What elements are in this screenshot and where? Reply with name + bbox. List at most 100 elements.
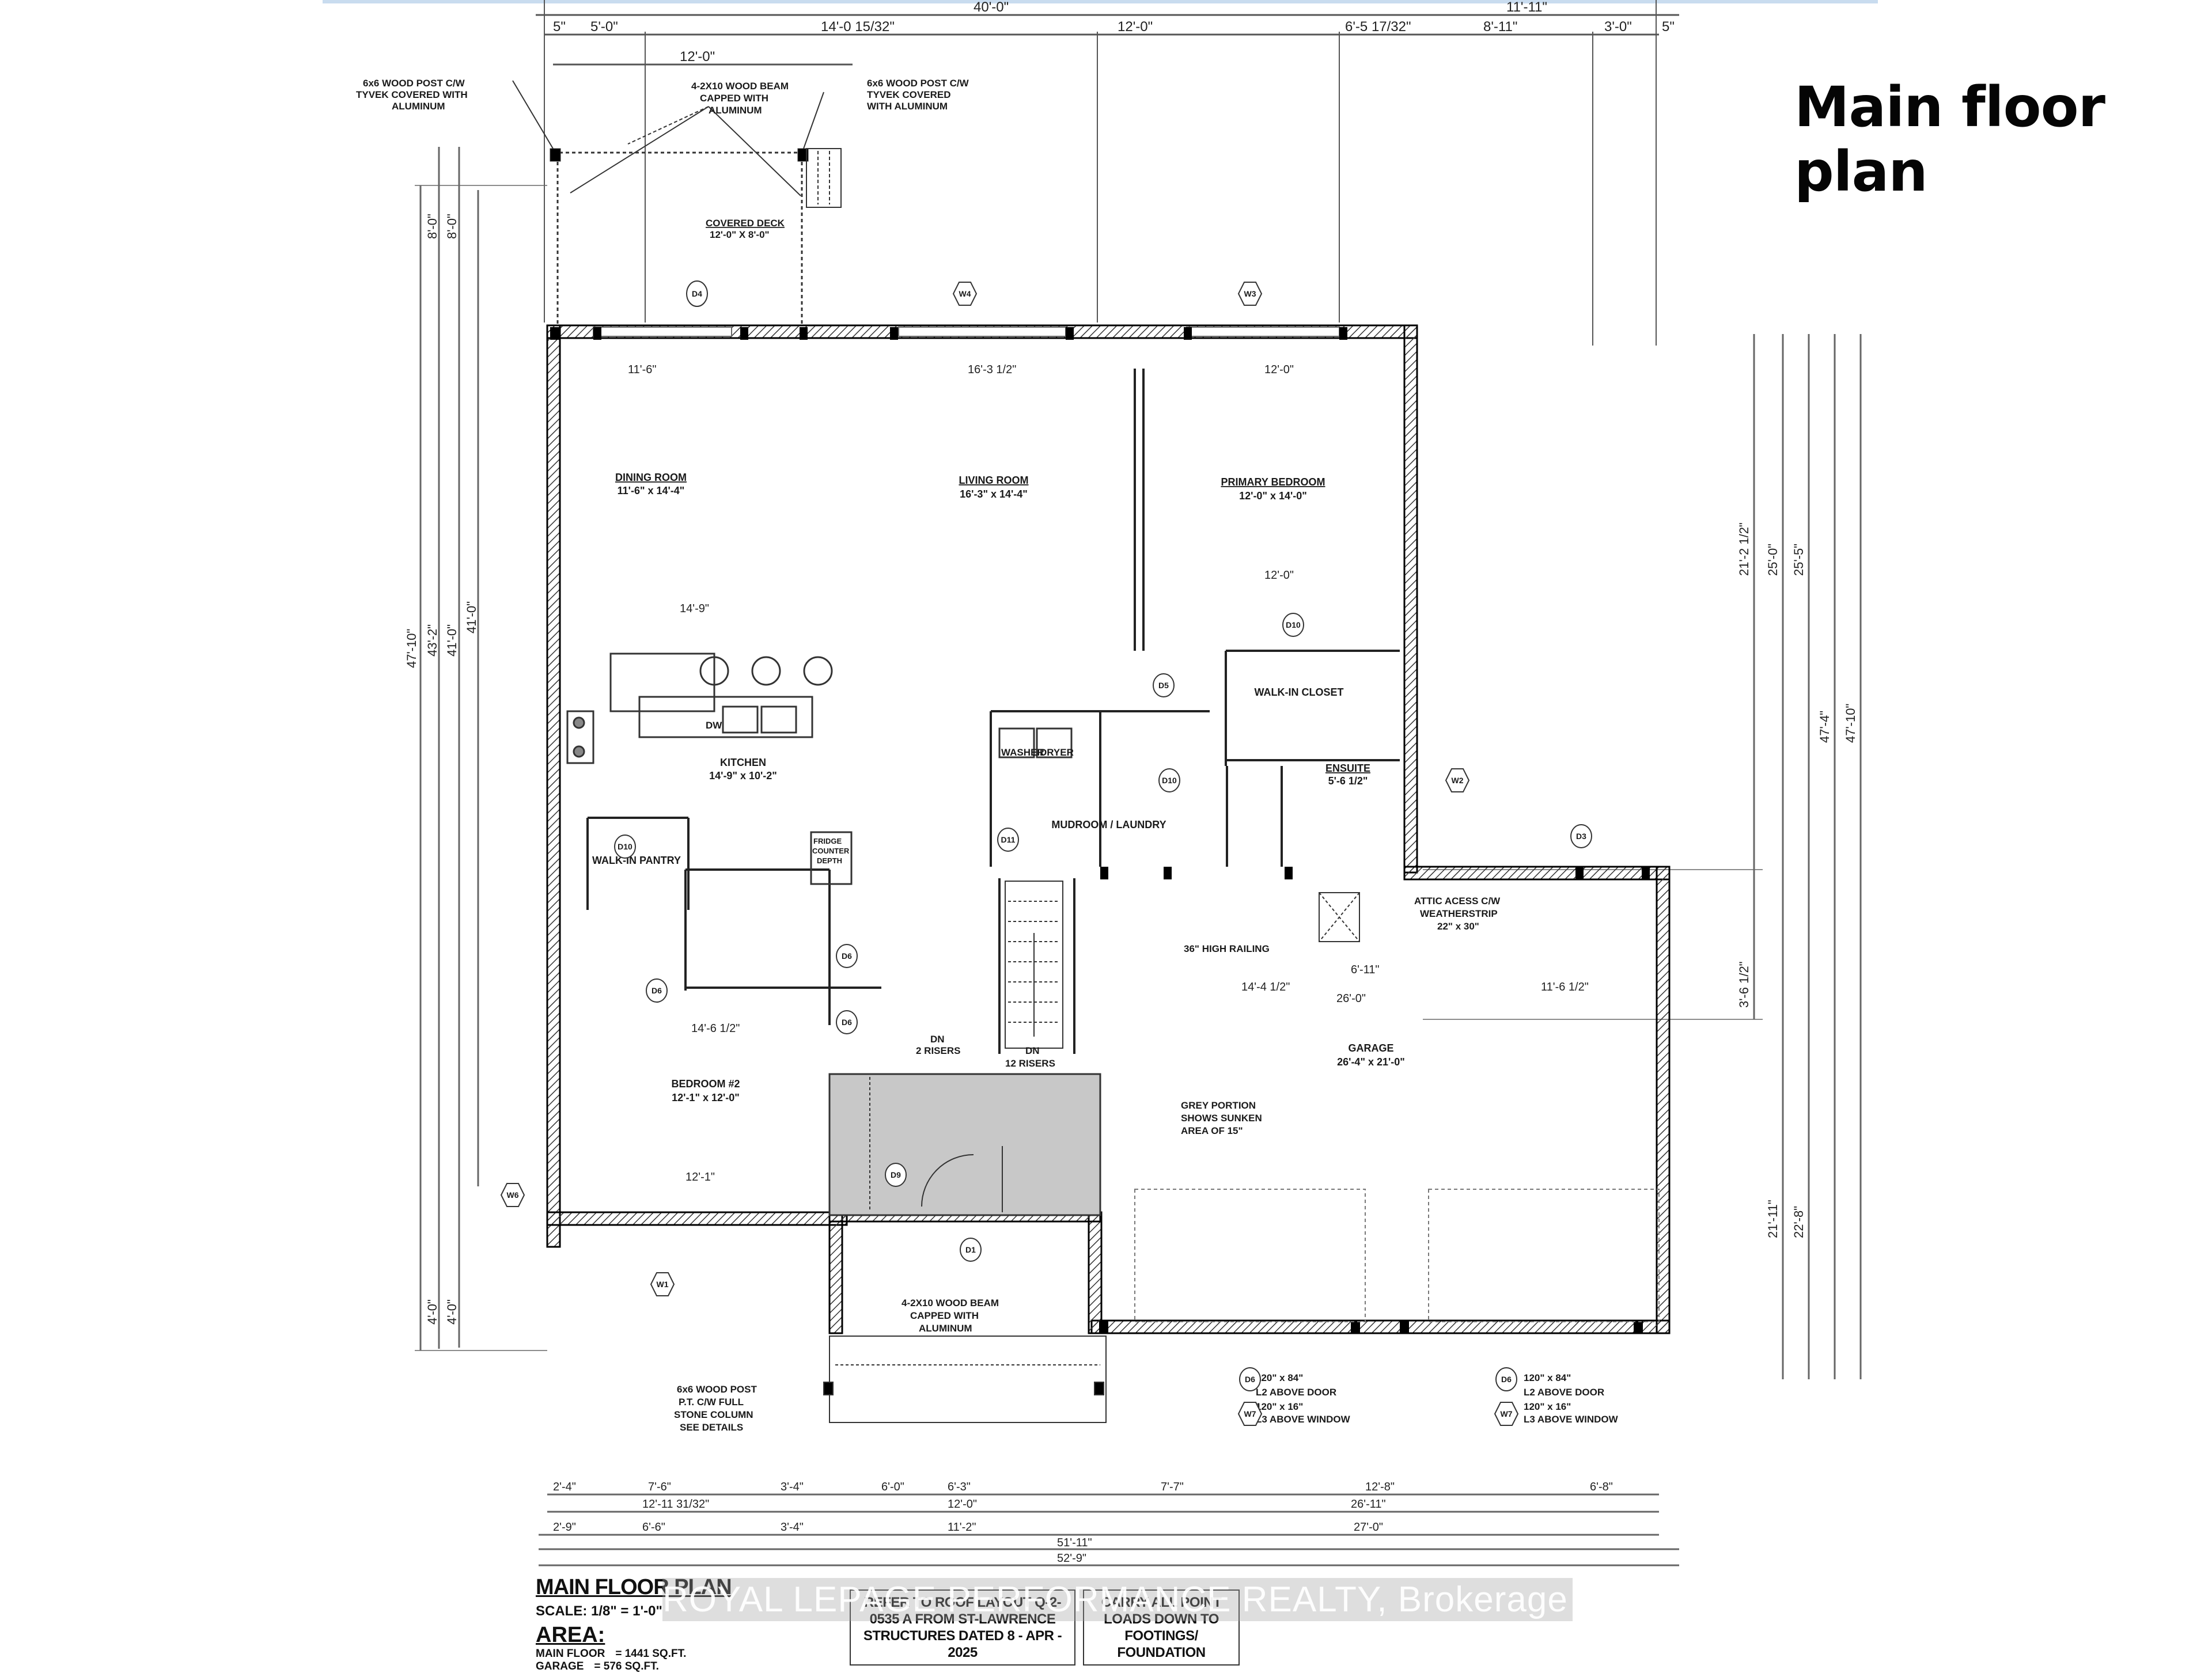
svg-text:W7: W7 — [1501, 1409, 1513, 1418]
svg-text:WEATHERSTRIP: WEATHERSTRIP — [1420, 908, 1498, 919]
svg-text:36" HIGH RAILING: 36" HIGH RAILING — [1184, 943, 1270, 954]
svg-text:7'-7": 7'-7" — [1161, 1481, 1184, 1493]
svg-text:26'-0": 26'-0" — [1336, 992, 1366, 1005]
svg-text:W4: W4 — [959, 289, 971, 298]
svg-text:27'-0": 27'-0" — [1354, 1521, 1383, 1534]
svg-text:COVERED DECK: COVERED DECK — [706, 218, 785, 229]
svg-text:6'-5 17/32": 6'-5 17/32" — [1345, 19, 1411, 35]
svg-text:14'-6 1/2": 14'-6 1/2" — [691, 1022, 740, 1035]
right-dimension-lines — [1423, 334, 1862, 1379]
front-porch — [823, 1336, 1107, 1423]
svg-text:11'-6": 11'-6" — [628, 363, 656, 376]
svg-text:ATTIC ACESS C/W: ATTIC ACESS C/W — [1414, 896, 1501, 906]
svg-text:3'-6 1/2": 3'-6 1/2" — [1737, 961, 1751, 1008]
attic-hatch — [1319, 892, 1360, 942]
svg-text:12'-0": 12'-0" — [1264, 569, 1294, 582]
svg-text:120" x 84": 120" x 84" — [1256, 1372, 1303, 1383]
svg-text:4-2X10 WOOD BEAM: 4-2X10 WOOD BEAM — [691, 81, 789, 92]
svg-text:DW: DW — [706, 720, 722, 731]
svg-text:47'-4": 47'-4" — [1817, 711, 1832, 743]
svg-text:W6: W6 — [507, 1190, 519, 1200]
bottom-dimension-lines — [539, 1493, 1679, 1566]
area-row-garage: GARAGE = 576 SQ.FT. — [536, 1660, 659, 1672]
svg-text:6x6 WOOD POST: 6x6 WOOD POST — [677, 1384, 757, 1395]
svg-text:6'-0": 6'-0" — [881, 1481, 904, 1493]
svg-text:ENSUITE: ENSUITE — [1325, 762, 1370, 774]
area-row-main-floor: MAIN FLOOR = 1441 SQ.FT. — [536, 1648, 687, 1660]
drawing-title: MAIN FLOOR PLAN — [536, 1575, 732, 1599]
top-dimension-lines — [536, 0, 1679, 346]
wall-posts — [550, 327, 1650, 1333]
svg-text:21'-11": 21'-11" — [1766, 1200, 1780, 1238]
svg-text:14'-4 1/2": 14'-4 1/2" — [1241, 981, 1290, 993]
page-title: Main floor plan — [1794, 75, 2105, 204]
covered-deck — [512, 80, 842, 325]
svg-text:120" x 16": 120" x 16" — [1256, 1401, 1303, 1412]
svg-text:D10: D10 — [618, 842, 632, 851]
svg-text:GARAGE: GARAGE — [1348, 1042, 1393, 1054]
svg-text:W1: W1 — [657, 1280, 669, 1289]
svg-text:21'-2 1/2": 21'-2 1/2" — [1737, 522, 1751, 576]
svg-text:26'-11": 26'-11" — [1351, 1498, 1386, 1511]
svg-text:WITH ALUMINUM: WITH ALUMINUM — [867, 101, 948, 112]
svg-text:D10: D10 — [1162, 776, 1177, 785]
svg-text:KITCHEN: KITCHEN — [720, 757, 766, 768]
svg-text:D6: D6 — [842, 951, 852, 961]
svg-text:D6: D6 — [1245, 1375, 1255, 1384]
svg-text:D6: D6 — [1501, 1375, 1512, 1384]
svg-text:3'-4": 3'-4" — [781, 1521, 804, 1534]
svg-text:4'-0": 4'-0" — [445, 1299, 459, 1325]
svg-text:D4: D4 — [692, 289, 702, 298]
svg-text:6x6 WOOD POST C/W: 6x6 WOOD POST C/W — [363, 78, 465, 89]
svg-text:5": 5" — [1662, 19, 1675, 35]
svg-text:6'-8": 6'-8" — [1590, 1481, 1613, 1493]
room-dining: DINING ROOM — [615, 472, 687, 483]
svg-text:43'-2": 43'-2" — [425, 624, 440, 657]
svg-text:2'-9": 2'-9" — [553, 1521, 576, 1534]
svg-text:120" x 84": 120" x 84" — [1524, 1372, 1571, 1383]
svg-text:AREA OF 15": AREA OF 15" — [1181, 1125, 1243, 1136]
svg-text:7'-6": 7'-6" — [648, 1481, 671, 1493]
svg-text:12'-11 31/32": 12'-11 31/32" — [642, 1498, 709, 1511]
svg-text:5": 5" — [553, 19, 566, 35]
svg-text:14'-0 15/32": 14'-0 15/32" — [821, 19, 895, 35]
svg-text:41'-0": 41'-0" — [464, 601, 479, 633]
svg-text:L3 ABOVE WINDOW: L3 ABOVE WINDOW — [1256, 1414, 1351, 1425]
svg-text:16'-3 1/2": 16'-3 1/2" — [968, 363, 1016, 376]
svg-text:DEPTH: DEPTH — [817, 856, 842, 865]
drawing-scale: SCALE: 1/8" = 1'-0" — [536, 1603, 662, 1619]
svg-text:120" x 16": 120" x 16" — [1524, 1401, 1571, 1412]
brokerage-watermark: ROYAL LEPAGE PERFORMANCE REALTY, Brokera… — [662, 1578, 1573, 1621]
svg-text:14'-9": 14'-9" — [680, 602, 709, 615]
svg-text:MUDROOM / LAUNDRY: MUDROOM / LAUNDRY — [1051, 819, 1166, 830]
svg-text:12'-0" x 14'-0": 12'-0" x 14'-0" — [1239, 490, 1307, 502]
svg-text:D3: D3 — [1576, 832, 1586, 841]
svg-text:ALUMINUM: ALUMINUM — [919, 1323, 972, 1334]
svg-text:14'-9" x 10'-2": 14'-9" x 10'-2" — [709, 770, 777, 782]
top-edge-bar — [323, 0, 1878, 3]
svg-text:SEE DETAILS: SEE DETAILS — [680, 1422, 743, 1433]
svg-text:FRIDGE: FRIDGE — [813, 837, 842, 845]
svg-text:CAPPED WITH: CAPPED WITH — [910, 1310, 979, 1321]
svg-text:3'-4": 3'-4" — [781, 1481, 804, 1493]
svg-text:WALK-IN PANTRY: WALK-IN PANTRY — [592, 855, 681, 866]
svg-text:5'-6 1/2": 5'-6 1/2" — [1328, 775, 1368, 787]
svg-text:8'-0": 8'-0" — [445, 214, 459, 239]
svg-text:DN: DN — [930, 1034, 945, 1045]
svg-text:12'-1": 12'-1" — [685, 1171, 715, 1183]
svg-text:DN: DN — [1025, 1045, 1040, 1056]
svg-text:D10: D10 — [1286, 620, 1301, 629]
svg-text:3'-0": 3'-0" — [1604, 19, 1632, 35]
svg-text:L3 ABOVE WINDOW: L3 ABOVE WINDOW — [1524, 1414, 1619, 1425]
svg-text:WALK-IN CLOSET: WALK-IN CLOSET — [1255, 686, 1344, 698]
svg-text:47'-10": 47'-10" — [404, 629, 419, 668]
svg-text:22" x 30": 22" x 30" — [1437, 921, 1479, 932]
svg-text:W7: W7 — [1244, 1409, 1256, 1418]
svg-text:L2 ABOVE DOOR: L2 ABOVE DOOR — [1256, 1387, 1336, 1398]
svg-text:2 RISERS: 2 RISERS — [916, 1045, 960, 1056]
svg-text:D11: D11 — [1001, 835, 1016, 844]
svg-text:TYVEK COVERED WITH: TYVEK COVERED WITH — [356, 89, 468, 100]
svg-text:D1: D1 — [965, 1245, 976, 1254]
top-windows — [593, 327, 1340, 337]
svg-text:PRIMARY BEDROOM: PRIMARY BEDROOM — [1221, 476, 1325, 488]
